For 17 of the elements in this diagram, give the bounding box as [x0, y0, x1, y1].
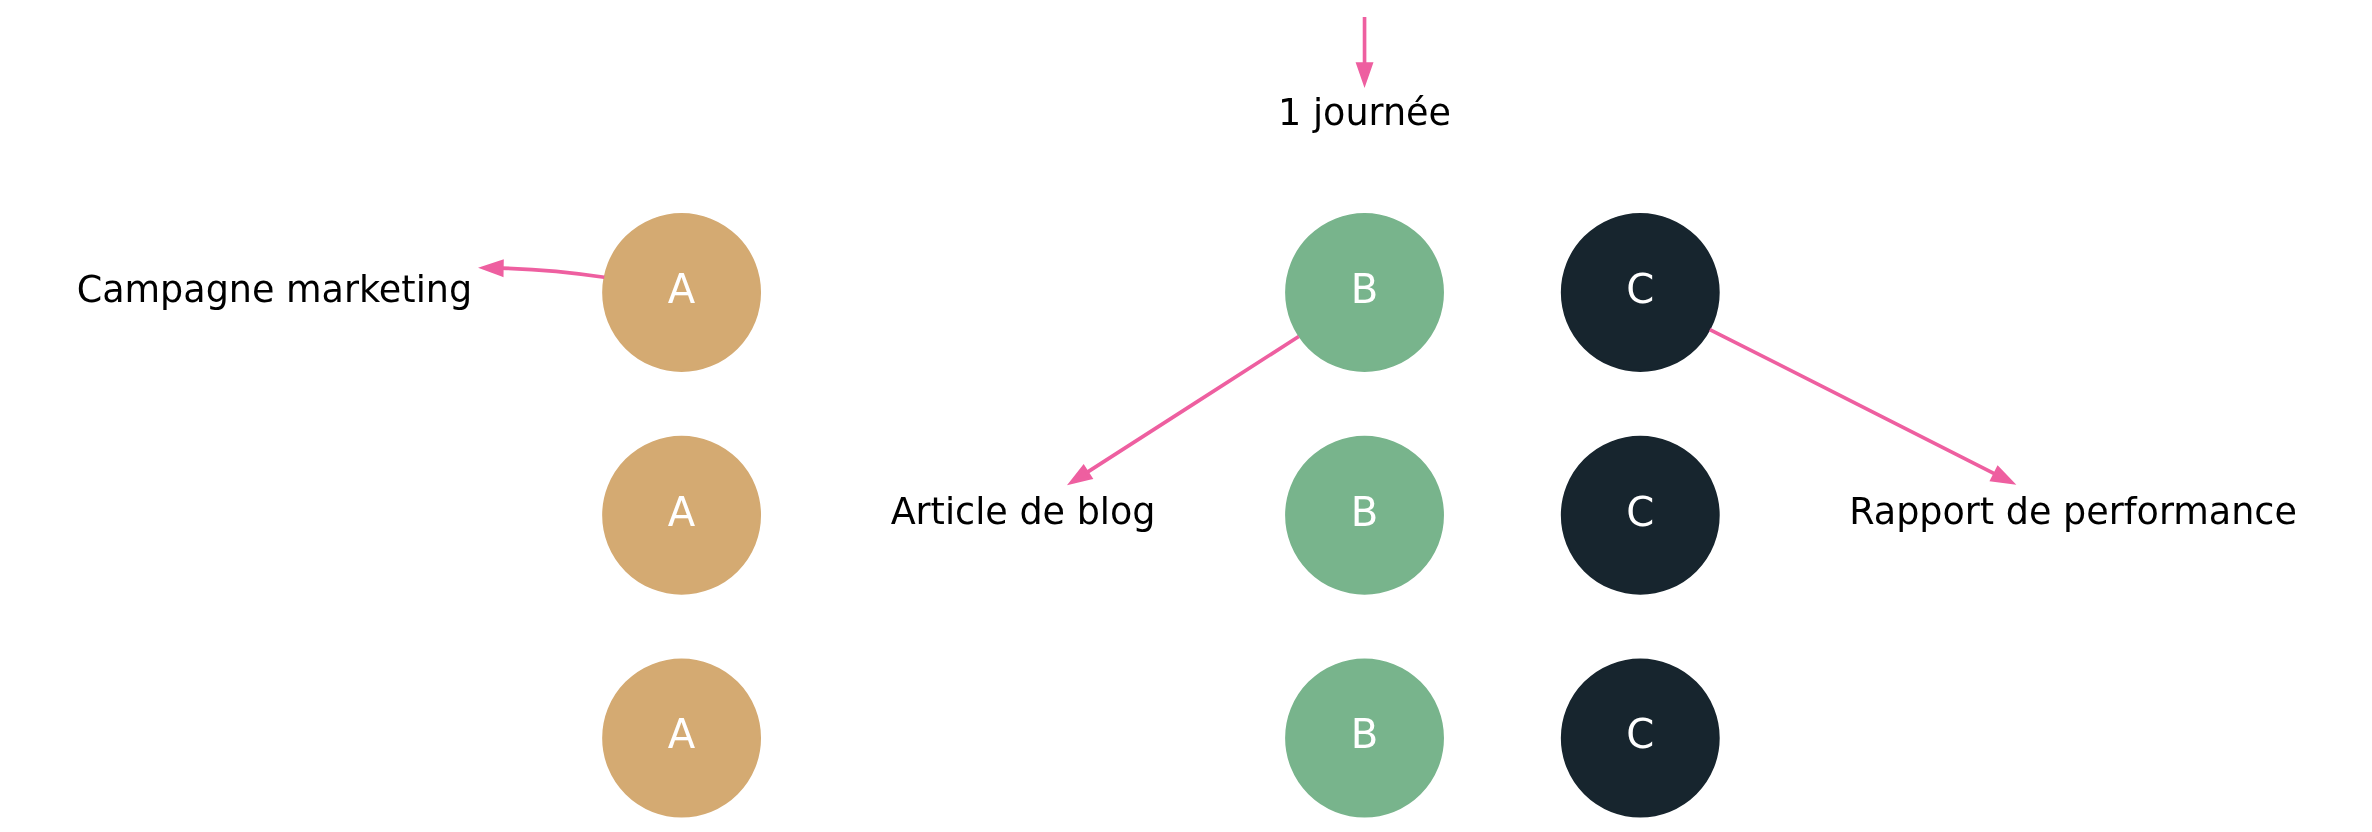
node-text: 1 journée — [1277, 90, 1451, 134]
node-circle: B — [1284, 658, 1444, 818]
node-circle: C — [1560, 435, 1720, 595]
node-circle: A — [601, 435, 761, 595]
node-circle: A — [601, 213, 761, 372]
node-circle: A — [601, 658, 761, 818]
arrow — [1708, 327, 2016, 485]
node-circle: C — [1560, 658, 1720, 818]
arrow — [1066, 335, 1300, 486]
node-text: Article de blog — [890, 490, 1155, 534]
node-circle: B — [1284, 213, 1444, 372]
arrow — [1355, 17, 1373, 88]
arrow — [477, 259, 604, 280]
node-circle: B — [1284, 435, 1444, 595]
node-text: Rapport de performance — [1848, 490, 2297, 534]
node-text: Campagne marketing — [76, 267, 472, 311]
node-circle: C — [1560, 213, 1720, 372]
